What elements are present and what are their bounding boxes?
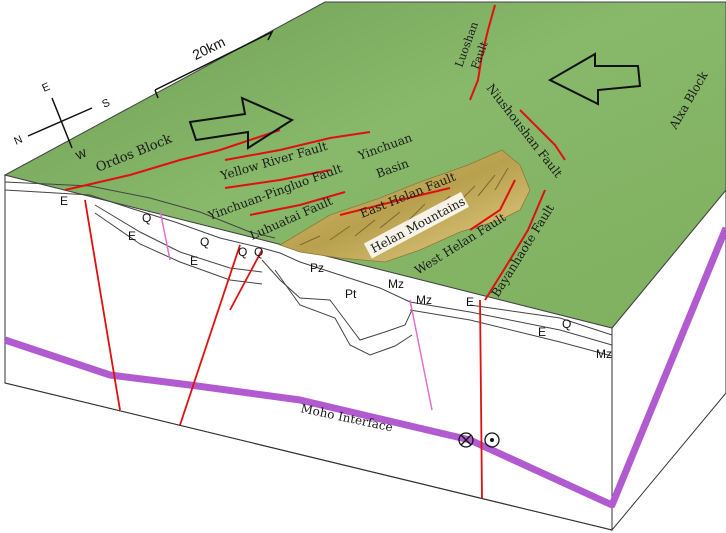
out-of-page-symbol <box>484 432 500 448</box>
stratum-q-1: Q <box>142 211 151 225</box>
stratum-line-e <box>4 181 276 239</box>
fault-east-helan <box>339 187 451 216</box>
fault-niushoushan <box>519 109 566 161</box>
mz-right-line <box>409 309 613 357</box>
front-bottom-edge <box>4 382 613 531</box>
terrain-surface <box>3 1 726 329</box>
fault-luhuatai <box>249 191 346 216</box>
stratum-e-4: E <box>466 295 474 309</box>
stratum-q-3: Q <box>238 245 247 259</box>
into-page-symbol <box>458 432 474 448</box>
compass-n: N <box>12 134 24 148</box>
stratum-pt: Pt <box>345 287 357 301</box>
fault-yinchuan-pingluo <box>224 169 331 189</box>
pz-pt-body <box>261 259 413 341</box>
compass-s: S <box>100 97 112 111</box>
stratum-mz-1: Mz <box>388 277 404 291</box>
stratum-q-4: Q <box>254 245 263 259</box>
stratum-line-top <box>4 189 613 346</box>
fault-west-helan <box>469 179 516 231</box>
stratum-pz: Pz <box>310 261 324 275</box>
stratum-line-q <box>94 204 263 273</box>
stratum-e-2: E <box>128 229 136 243</box>
pink-faults <box>159 209 433 411</box>
stratum-line-q2 <box>94 212 263 285</box>
ordos-motion-arrow <box>188 96 295 150</box>
compass-e: E <box>40 81 52 95</box>
helan-mountains-relief <box>279 149 531 263</box>
fault-northwest-line <box>64 129 281 191</box>
stratum-e-1: E <box>60 194 68 208</box>
alxa-motion-arrow <box>547 52 642 106</box>
stratum-mz-2: Mz <box>416 293 432 307</box>
moho-interface-line <box>3 226 726 509</box>
mz-right-line2 <box>469 304 613 336</box>
fault-yellow-river <box>224 131 371 161</box>
stratum-e-3: E <box>190 254 198 268</box>
stratum-q-5: Q <box>562 317 571 331</box>
stratum-q-2: Q <box>200 235 209 249</box>
stratum-mz-3: Mz <box>596 347 612 361</box>
section-faults <box>84 199 483 499</box>
fault-bayanhaote <box>484 189 546 301</box>
surface-faults <box>64 4 566 301</box>
fault-luoshan <box>469 4 496 101</box>
strata-labels: E Q E Q E Q Q Pz Pt Mz Mz E Q E Mz <box>60 194 612 361</box>
stratum-e-5: E <box>538 325 546 339</box>
pt-lower-body <box>274 269 413 356</box>
